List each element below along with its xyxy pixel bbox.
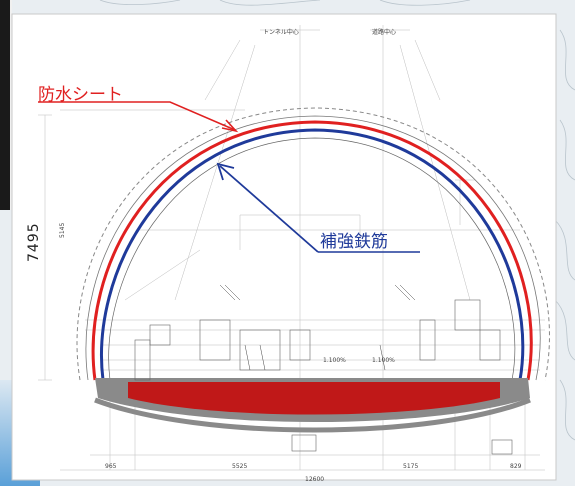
- waterproof-sheet-line: [91, 120, 533, 381]
- reinforcing-bar-leader: [219, 165, 319, 253]
- bottom-dim-left: 965: [105, 463, 117, 470]
- tunnel-center-label: トンネル中心: [263, 28, 299, 36]
- road-center-label: 道路中心: [372, 28, 396, 36]
- invert-fill: [128, 382, 500, 415]
- reinforcing-bar-callout: 補強鉄筋: [320, 232, 388, 252]
- inner-lining: [108, 137, 516, 381]
- waterproof-sheet-arrowhead: [221, 119, 239, 133]
- hatch-marks: [219, 284, 416, 371]
- height-dimension: 7495: [26, 222, 42, 262]
- bottom-dim-mid-right: 5175: [403, 463, 418, 470]
- total-width-dimension: 12600: [305, 476, 324, 483]
- waterproof-sheet-callout: 防水シート: [38, 85, 123, 105]
- slope-left-label: 1.100%: [323, 357, 346, 364]
- reinforcing-bar-line: [100, 128, 525, 381]
- slope-right-label: 1.100%: [372, 357, 395, 364]
- bottom-dim-right: 829: [510, 463, 522, 470]
- waterproof-sheet-leader: [38, 101, 236, 131]
- side-height-dimension: 5145: [59, 223, 66, 238]
- bottom-dim-mid-left: 5525: [232, 463, 247, 470]
- excavation-line: [76, 107, 550, 381]
- invert-bottom-curve: [94, 397, 531, 433]
- road-details: [134, 299, 513, 455]
- outer-lining: [85, 115, 541, 381]
- reinforcing-bar-arrowhead: [216, 162, 235, 181]
